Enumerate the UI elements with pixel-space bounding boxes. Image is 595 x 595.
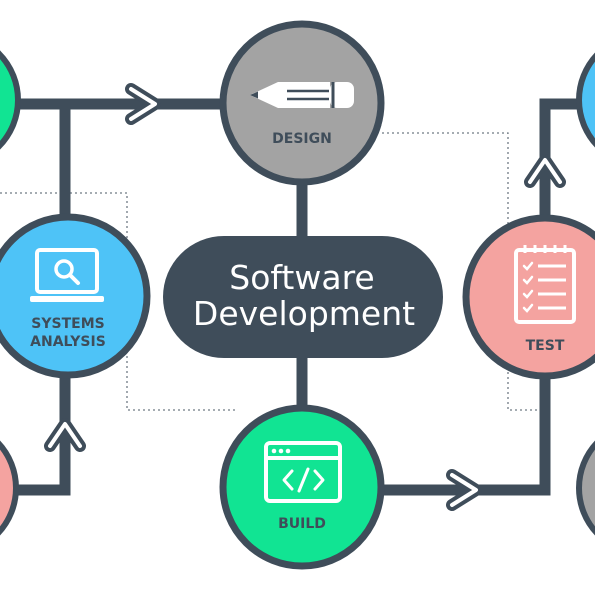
center-title-line2: Development [193, 294, 415, 333]
edge-circles [0, 50, 595, 536]
stage-build: BUILD [219, 404, 385, 570]
build-label: BUILD [278, 516, 326, 532]
design-label: DESIGN [272, 131, 332, 147]
systems-label-line1: SYSTEMS [31, 316, 104, 332]
stage-design: DESIGN [219, 20, 385, 186]
pencil-icon [250, 82, 354, 108]
edge-circle-top-left [0, 50, 21, 150]
edge-circle-bottom-right [576, 440, 595, 536]
code-window-icon [264, 441, 342, 503]
center-title-line1: Software [229, 258, 374, 297]
chevron-arrows [44, 83, 566, 511]
stage-systems-analysis: SYSTEMS ANALYSIS [0, 213, 151, 379]
edge-circle-bottom-left [0, 440, 19, 536]
laptop-search-icon [30, 248, 104, 302]
connector-lines [0, 98, 595, 496]
stage-test: TEST [462, 214, 595, 380]
test-label: TEST [526, 338, 565, 354]
edge-circle-top-right [576, 52, 595, 148]
checklist-icon [514, 245, 576, 324]
center-node: Software Development [163, 236, 443, 358]
systems-label-line2: ANALYSIS [30, 334, 106, 350]
